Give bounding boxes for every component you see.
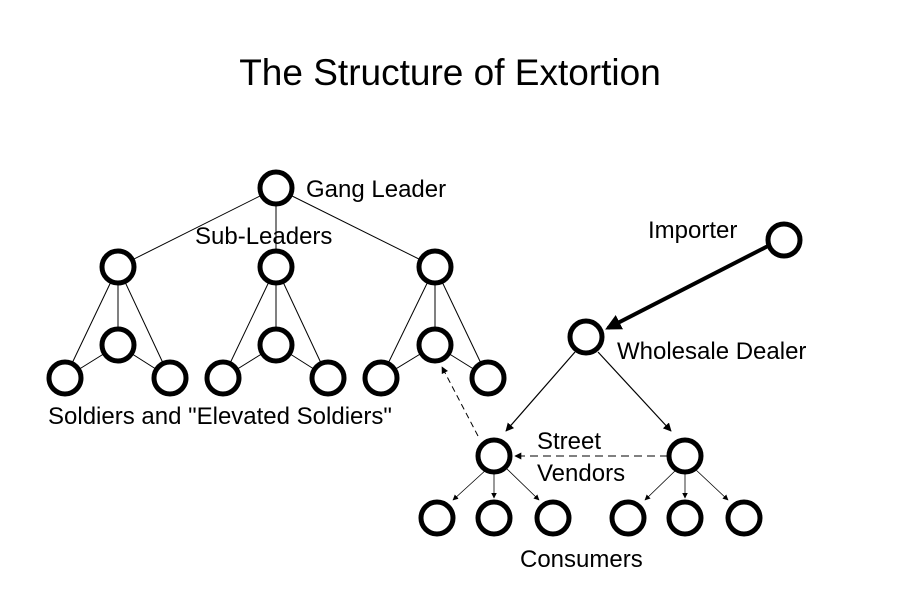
arrow-vendor1-consumer-1: [452, 468, 488, 501]
arrow-importer-wholesale: [605, 244, 769, 330]
gang-nodes: [46, 169, 507, 397]
node-elevated-soldier-3: [416, 326, 454, 364]
edge-sub2-soldier-b: [275, 266, 329, 379]
node-consumer-3: [534, 499, 572, 537]
node-sub-leader-2: [257, 248, 295, 286]
arrow-wholesale-vendor-1: [505, 351, 576, 432]
node-street-vendor-2: [666, 437, 704, 475]
label-street-vendors-line2: Vendors: [537, 460, 625, 487]
node-soldier-5: [362, 359, 400, 397]
node-importer: [765, 221, 803, 259]
label-wholesale-dealer: Wholesale Dealer: [617, 338, 806, 365]
node-elevated-soldier-2: [257, 326, 295, 364]
node-soldier-1: [46, 359, 84, 397]
edge-sub3-soldier-b: [434, 266, 489, 379]
arrow-vendor-to-elevated-dashed: [441, 366, 479, 437]
distribution-nodes: [418, 221, 803, 537]
distribution-arrows: [441, 244, 769, 501]
node-soldier-4: [309, 359, 347, 397]
node-consumer-4: [609, 499, 647, 537]
edge-sub1-soldier-b: [117, 266, 171, 379]
node-gang-leader: [257, 169, 295, 207]
edge-sub1-soldier-a: [64, 266, 119, 379]
node-soldier-3: [204, 359, 242, 397]
node-soldier-2: [151, 359, 189, 397]
diagram-title: The Structure of Extortion: [239, 52, 661, 93]
node-sub-leader-3: [416, 248, 454, 286]
label-consumers: Consumers: [520, 546, 643, 573]
node-sub-leader-1: [99, 248, 137, 286]
node-consumer-2: [475, 499, 513, 537]
arrow-vendor2-consumer-1: [644, 468, 678, 501]
edge-leader-subleader-1: [117, 187, 277, 268]
label-importer: Importer: [648, 217, 737, 244]
label-sub-leaders: Sub-Leaders: [195, 223, 332, 250]
label-gang-leader: Gang Leader: [306, 176, 446, 203]
label-soldiers: Soldiers and "Elevated Soldiers": [48, 403, 392, 430]
edge-leader-subleader-3: [275, 187, 436, 268]
label-street-vendors-line1: Street: [537, 428, 601, 455]
node-consumer-5: [666, 499, 704, 537]
node-consumer-1: [418, 499, 456, 537]
node-soldier-6: [469, 359, 507, 397]
edge-sub3-soldier-a: [380, 266, 436, 379]
node-street-vendor-1: [475, 437, 513, 475]
arrow-vendor2-consumer-3: [694, 468, 729, 501]
node-elevated-soldier-1: [99, 326, 137, 364]
arrow-wholesale-vendor-2: [597, 351, 672, 432]
arrow-vendor1-consumer-3: [506, 468, 540, 501]
node-wholesale-dealer: [567, 318, 605, 356]
node-consumer-6: [725, 499, 763, 537]
edge-sub2-soldier-a: [222, 266, 277, 379]
